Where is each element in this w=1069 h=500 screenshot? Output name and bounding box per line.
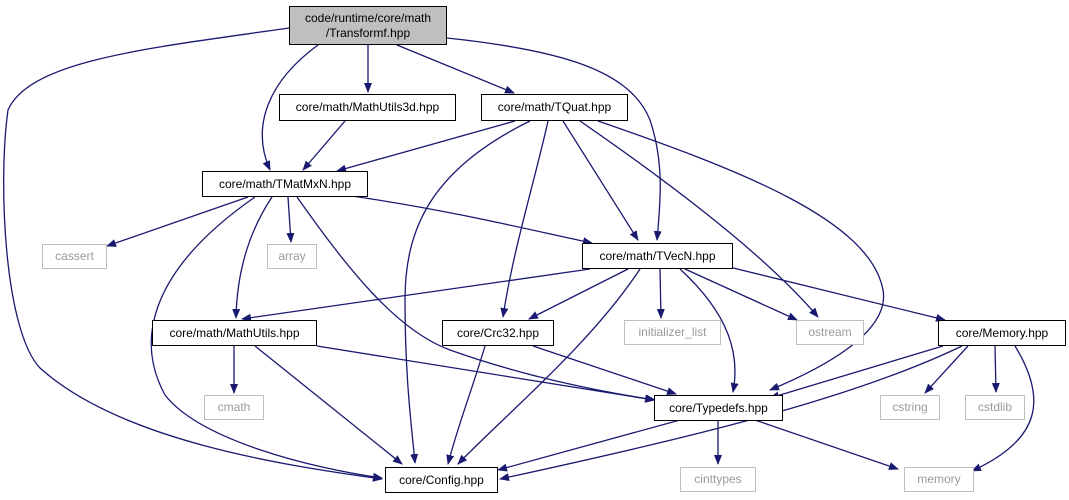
edge-crc32-config	[446, 345, 486, 465]
edge-memory-hpp-cstring	[924, 345, 969, 394]
node-tmatmxn-hpp[interactable]: core/math/TMatMxN.hpp	[202, 171, 368, 197]
edge-tvecn-ostream	[684, 268, 798, 321]
edge-transformf-config	[3, 27, 383, 482]
node-initializer-list: initializer_list	[624, 320, 721, 345]
edge-tmatmxn-cassert	[106, 196, 249, 247]
edge-memory-hpp-memory	[971, 345, 1035, 472]
edge-tmatmxn-tvecn	[344, 194, 593, 246]
edge-tmatmxn-mathutils	[232, 196, 273, 319]
node-cstring: cstring	[880, 395, 940, 420]
edge-mathutils3d-tmatmxn	[302, 120, 346, 171]
edge-tvecn-config	[457, 268, 641, 465]
edge-tvecn-memory-hpp	[724, 265, 946, 322]
edge-typedefs-config	[497, 419, 681, 472]
edge-transformf-tquat	[396, 44, 515, 94]
edge-tvecn-mathutils	[241, 268, 591, 322]
edge-tquat-ostream	[579, 120, 819, 318]
edge-tquat-crc32	[500, 120, 549, 318]
edge-crc32-typedefs	[532, 345, 677, 395]
node-cinttypes: cinttypes	[680, 467, 756, 492]
node-transformf-hpp: code/runtime/core/math /Transformf.hpp	[289, 6, 447, 45]
edge-tquat-tmatmxn	[336, 120, 516, 173]
edge-tmatmxn-array	[286, 196, 295, 243]
edge-transformf-tvecn	[446, 37, 662, 241]
node-cassert: cassert	[42, 244, 107, 269]
node-tquat-hpp[interactable]: core/math/TQuat.hpp	[481, 94, 628, 121]
node-transformf-line2: /Transformf.hpp	[325, 25, 411, 40]
node-crc32-hpp[interactable]: core/Crc32.hpp	[442, 320, 554, 346]
edge-tvecn-initializer-list	[656, 268, 665, 319]
node-config-hpp[interactable]: core/Config.hpp	[385, 467, 498, 493]
node-memory: memory	[904, 467, 974, 492]
edge-tquat-typedefs	[597, 120, 885, 391]
node-memory-hpp[interactable]: core/Memory.hpp	[938, 320, 1066, 346]
node-mathutils3d-hpp[interactable]: core/math/MathUtils3d.hpp	[279, 94, 456, 121]
edge-tvecn-typedefs	[679, 268, 739, 393]
edge-memory-hpp-typedefs	[769, 345, 944, 400]
edge-tquat-config	[404, 120, 531, 464]
edge-tquat-tvecn	[562, 120, 639, 241]
edge-typedefs-memory	[754, 419, 899, 470]
node-tvecn-hpp[interactable]: core/math/TVecN.hpp	[582, 243, 733, 269]
edge-tmatmxn-typedefs	[296, 196, 656, 403]
node-cstdlib: cstdlib	[965, 395, 1025, 420]
edge-tmatmxn-config	[150, 196, 383, 481]
node-cmath: cmath	[204, 395, 264, 420]
node-array: array	[267, 244, 317, 269]
node-mathutils-hpp[interactable]: core/math/MathUtils.hpp	[152, 320, 317, 346]
node-ostream: ostream	[796, 320, 864, 345]
node-transformf-line1: code/runtime/core/math	[304, 10, 432, 25]
edge-tvecn-crc32	[528, 268, 629, 320]
edge-memory-hpp-cstdlib	[991, 345, 1000, 393]
edge-mathutils-typedefs	[316, 345, 655, 403]
node-typedefs-hpp[interactable]: core/Typedefs.hpp	[654, 395, 783, 421]
edge-transformf-tmatmxn	[261, 44, 319, 171]
edge-mathutils-config	[254, 345, 403, 465]
